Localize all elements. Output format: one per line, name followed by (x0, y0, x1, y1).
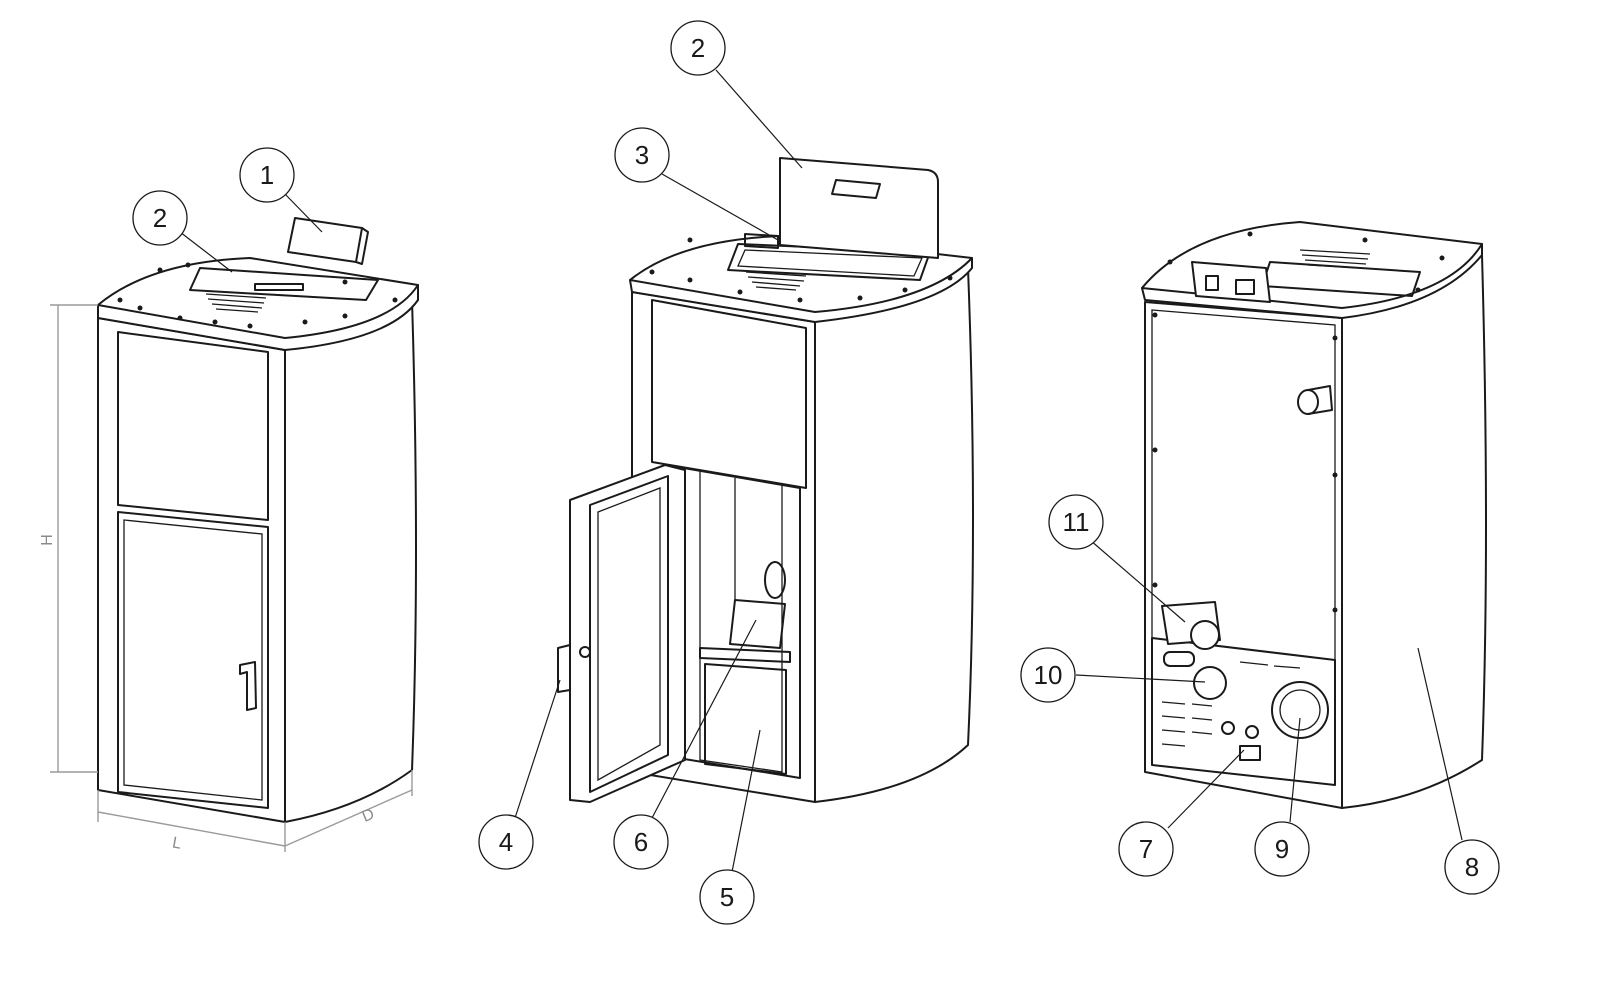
callout-9: 9 (1254, 821, 1310, 877)
callout-11: 11 (1048, 494, 1104, 550)
callout-10: 10 (1020, 647, 1076, 703)
callout-9-label: 9 (1275, 834, 1289, 864)
callout-8: 8 (1444, 839, 1500, 895)
stove-open-view (557, 157, 974, 803)
leader-lines (179, 69, 1463, 873)
callout-3-label: 3 (635, 140, 649, 170)
callout-6: 6 (613, 814, 669, 870)
callout-6-label: 6 (634, 827, 648, 857)
callout-2-open: 2 (670, 20, 726, 76)
callout-7-label: 7 (1139, 834, 1153, 864)
callout-1-label: 1 (260, 160, 274, 190)
callout-8-label: 8 (1465, 852, 1479, 882)
callout-2-open-label: 2 (691, 33, 705, 63)
callout-10-label: 10 (1034, 660, 1063, 690)
callout-11-label: 11 (1063, 507, 1090, 537)
callout-5-label: 5 (720, 882, 734, 912)
stove-front-view: H L D (39, 217, 419, 853)
callout-2-front-label: 2 (153, 203, 167, 233)
callout-4-label: 4 (499, 827, 513, 857)
callout-2-front: 2 (132, 190, 188, 246)
callout-1: 1 (239, 147, 295, 203)
height-dimension-label: H (39, 534, 56, 546)
callout-3: 3 (614, 127, 670, 183)
callout-5: 5 (699, 869, 755, 925)
length-dimension-label: L (171, 834, 183, 852)
depth-dimension-label: D (360, 806, 377, 826)
callout-7: 7 (1118, 821, 1174, 877)
callout-4: 4 (478, 814, 534, 870)
